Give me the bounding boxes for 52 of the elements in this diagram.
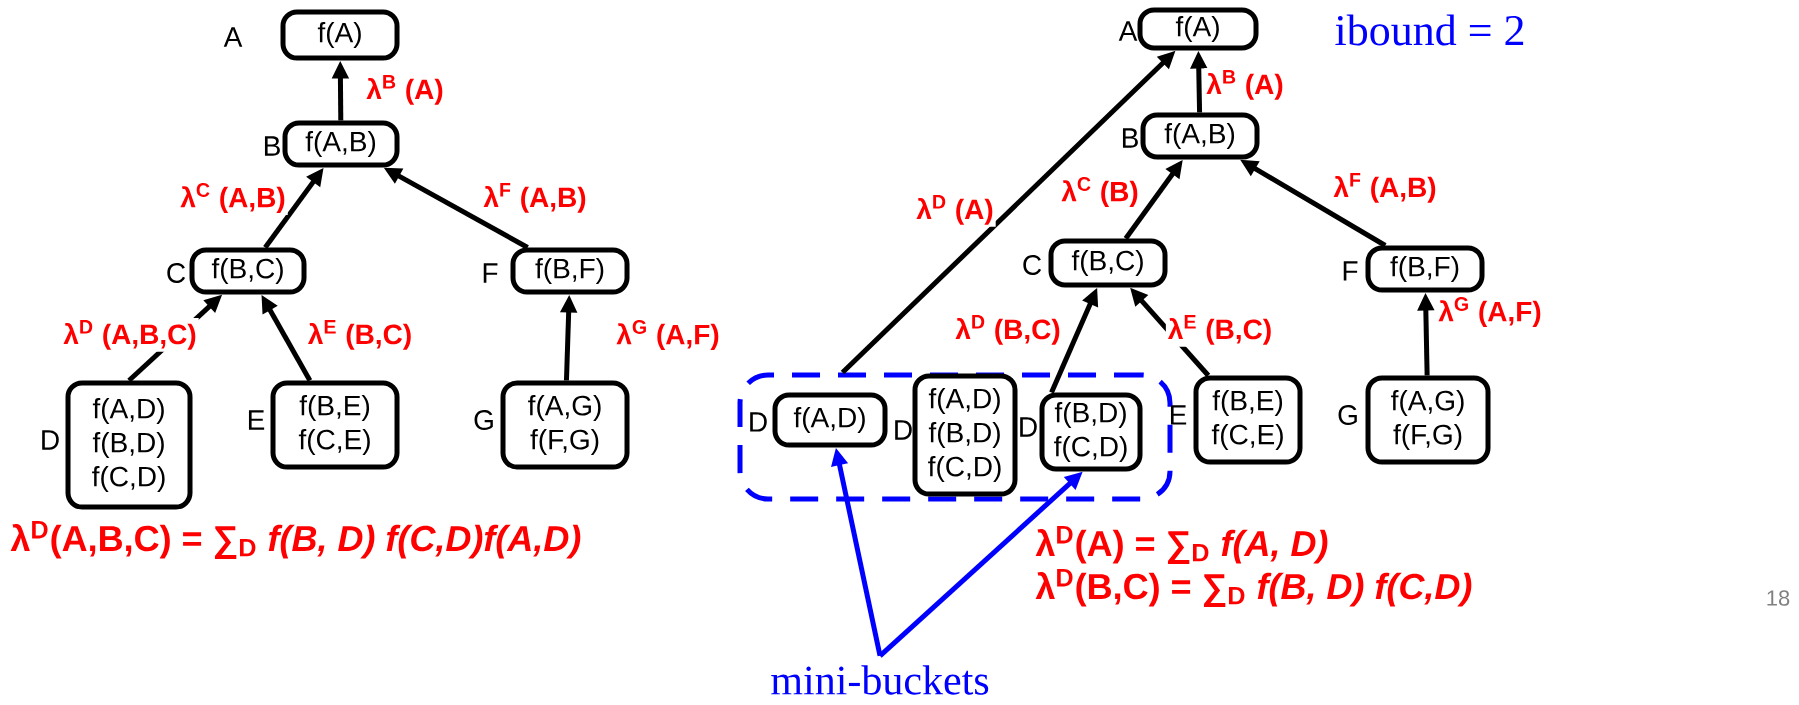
bucket-box: f(A) — [280, 9, 400, 61]
edge-label: λ$^{D}$ (A,B,C) — [61, 318, 199, 352]
bucket-box: f(B,D) f(C,D) — [1039, 392, 1143, 472]
formula: λ$^{D}$(B,C) = ∑$_{D}$ f(B, D) f(C,D) — [1035, 569, 1472, 607]
bucket-box: f(B,F) — [510, 247, 630, 295]
variable-letter: G — [1338, 405, 1357, 425]
mini-bucket-group — [737, 372, 1173, 502]
bucket-box: f(B,C) — [189, 247, 307, 295]
edge-label: λ$^{F}$ (A,B) — [481, 181, 589, 215]
slide-number: 18 — [1767, 590, 1790, 606]
variable-letter: B — [264, 136, 280, 156]
edge-label: λ$^{B}$ (A) — [364, 73, 446, 107]
bucket-box: f(A,G) f(F,G) — [1365, 375, 1491, 465]
variable-letter: B — [1122, 128, 1138, 148]
bucket-box: f(A,D) f(B,D) f(C,D) — [912, 373, 1018, 497]
variable-letter: D — [895, 420, 912, 440]
variable-letter: E — [1170, 405, 1187, 425]
bucket-box: f(A,G) f(F,G) — [500, 380, 630, 470]
edge-label: λ$^{E}$ (B,C) — [1165, 313, 1275, 347]
variable-letter: A — [1118, 21, 1138, 41]
variable-letter: F — [483, 263, 498, 283]
edge-label: λ$^{E}$ (B,C) — [305, 318, 415, 352]
variable-letter: D — [1020, 417, 1037, 437]
variable-letter: C — [1023, 255, 1042, 275]
caption-text: mini-buckets — [771, 665, 989, 695]
bucket-box: f(B,E) f(C,E) — [270, 380, 400, 470]
edge-label: λ$^{G}$ (A,F) — [1436, 295, 1544, 329]
bucket-box: f(B,C) — [1048, 238, 1168, 288]
formula: λ$^{D}$(A) = ∑$_{D}$ f(A, D) — [1035, 526, 1328, 564]
variable-letter: C — [167, 263, 186, 283]
variable-letter: D — [42, 430, 59, 450]
variable-letter: D — [750, 412, 767, 432]
bucket-box: f(A,D) — [772, 392, 888, 448]
variable-letter: G — [474, 410, 493, 430]
edge-label: λ$^{F}$ (A,B) — [1331, 171, 1439, 205]
edge-label: λ$^{C}$ (A,B) — [178, 181, 288, 215]
bucket-box: f(B,E) f(C,E) — [1193, 375, 1303, 465]
edge-label: λ$^{B}$ (A) — [1204, 68, 1286, 102]
parameter-label: ibound = 2 — [1335, 14, 1524, 46]
bucket-box: f(A,B) — [1140, 112, 1260, 160]
edge-label: λ$^{D}$ (B,C) — [953, 313, 1063, 347]
edge-label: λ$^{G}$ (A,F) — [614, 318, 722, 352]
bucket-box: f(B,F) — [1365, 245, 1485, 293]
edge-label: λ$^{D}$ (A) — [914, 193, 996, 227]
edge-label: λ$^{C}$ (B) — [1059, 175, 1141, 209]
formula: λ$^{D}$(A,B,C) = ∑$_{D}$ f(B, D) f(C,D)f(A,D) — [10, 521, 581, 559]
variable-letter: F — [1343, 261, 1358, 281]
bucket-box: f(A) — [1137, 7, 1259, 51]
variable-letter: A — [223, 27, 243, 47]
bucket-box: f(A,B) — [282, 120, 400, 168]
bucket-box: f(A,D) f(B,D) f(C,D) — [65, 380, 193, 510]
variable-letter: E — [248, 410, 265, 430]
